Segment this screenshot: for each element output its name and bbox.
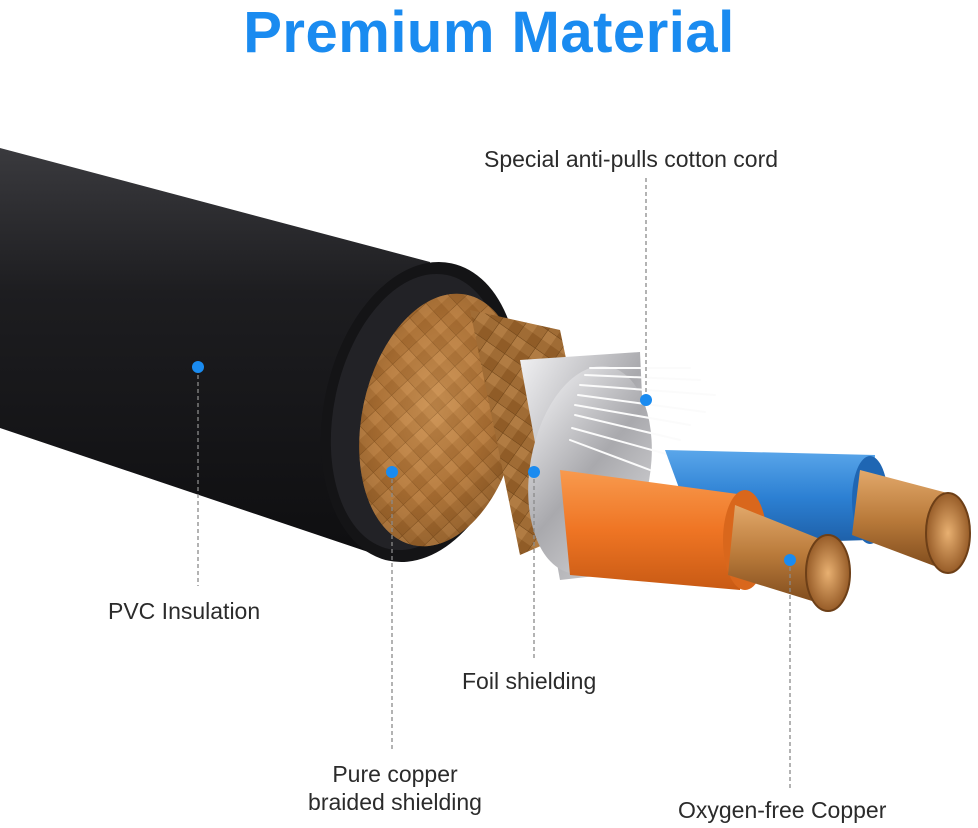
label-cotton-cord: Special anti-pulls cotton cord [484, 146, 779, 172]
marker-dot-braid [386, 466, 398, 478]
label-braided-line1: Pure copper [332, 761, 458, 787]
marker-dot-pvc [192, 361, 204, 373]
marker-dot-cotton [640, 394, 652, 406]
label-braided-line2: braided shielding [308, 789, 482, 815]
page-title: Premium Material [243, 0, 735, 65]
marker-dot-copper [784, 554, 796, 566]
label-oxygen-free-copper: Oxygen-free Copper [678, 797, 887, 823]
marker-dot-foil [528, 466, 540, 478]
marker-dots [192, 361, 796, 566]
leader-lines [197, 178, 791, 788]
label-foil-shielding: Foil shielding [462, 668, 597, 694]
label-braided-shielding: Pure copper braided shielding [290, 760, 500, 816]
label-pvc-insulation: PVC Insulation [108, 598, 261, 624]
orange-wire [560, 470, 851, 612]
